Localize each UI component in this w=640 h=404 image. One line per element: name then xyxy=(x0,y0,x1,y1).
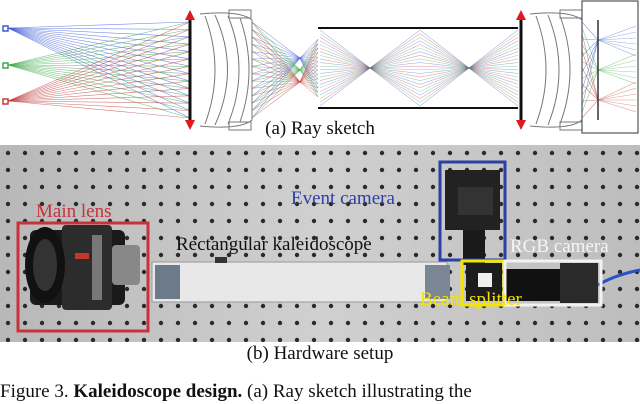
ray-line xyxy=(8,52,190,101)
figure-caption-text: (a) Ray sketch illustrating the xyxy=(247,381,472,402)
ray-line xyxy=(598,66,636,70)
source-green xyxy=(3,63,8,68)
ray-line xyxy=(598,88,636,100)
source-blue xyxy=(3,26,8,31)
ray-line xyxy=(8,101,190,111)
ray-line xyxy=(252,58,300,59)
ray-line xyxy=(582,100,598,118)
kaleidoscope-tube xyxy=(152,262,447,302)
ray-line xyxy=(598,60,636,70)
figure-caption-title: Kaleidoscope design. xyxy=(73,381,242,402)
ray-line xyxy=(8,101,190,103)
ray-line xyxy=(598,40,636,50)
ray-line xyxy=(598,40,636,56)
ray-fan-focus xyxy=(252,22,318,118)
ray-line xyxy=(582,100,598,101)
relay-lens-outline xyxy=(530,10,582,130)
ray-fan-kaleidoscope xyxy=(320,30,518,106)
figure-caption: Figure 3. Kaleidoscope design. (a) Ray s… xyxy=(0,380,640,404)
ray-line xyxy=(598,100,636,112)
source-red xyxy=(3,99,8,104)
main-lens-outline xyxy=(200,10,252,130)
beam-splitter-text: Beam splitter xyxy=(420,290,522,310)
ray-line xyxy=(8,22,190,28)
main-lens-body xyxy=(25,225,140,310)
figure-caption-prefix: Figure 3. xyxy=(0,381,69,402)
hardware-caption: (b) Hardware setup xyxy=(0,342,640,366)
ray-line xyxy=(582,39,598,40)
beam-splitter-label xyxy=(478,273,492,287)
ray-fan-left xyxy=(8,22,190,118)
ray-line xyxy=(252,81,300,82)
ray-sketch-caption: (a) Ray sketch xyxy=(0,118,640,140)
kaleidoscope-label: Rectangular kaleidoscope xyxy=(176,235,372,255)
ray-line xyxy=(8,66,190,101)
ray-line xyxy=(582,22,598,40)
ray-line xyxy=(598,54,636,70)
ray-line xyxy=(8,65,190,88)
ray-line xyxy=(598,40,636,44)
kaleidoscope-front-end xyxy=(155,265,180,299)
hardware-photo: Main lens Rectangular kaleidoscope Event… xyxy=(0,145,640,342)
ray-line xyxy=(598,100,636,106)
main-lens-label: Main lens xyxy=(36,202,111,222)
rgb-camera-label: RGB camera xyxy=(510,237,609,257)
event-camera-label: Event camera xyxy=(291,189,395,209)
ray-fan-sensor xyxy=(582,22,636,118)
ray-line xyxy=(8,28,190,52)
kaleidoscope-clamp xyxy=(215,257,227,263)
